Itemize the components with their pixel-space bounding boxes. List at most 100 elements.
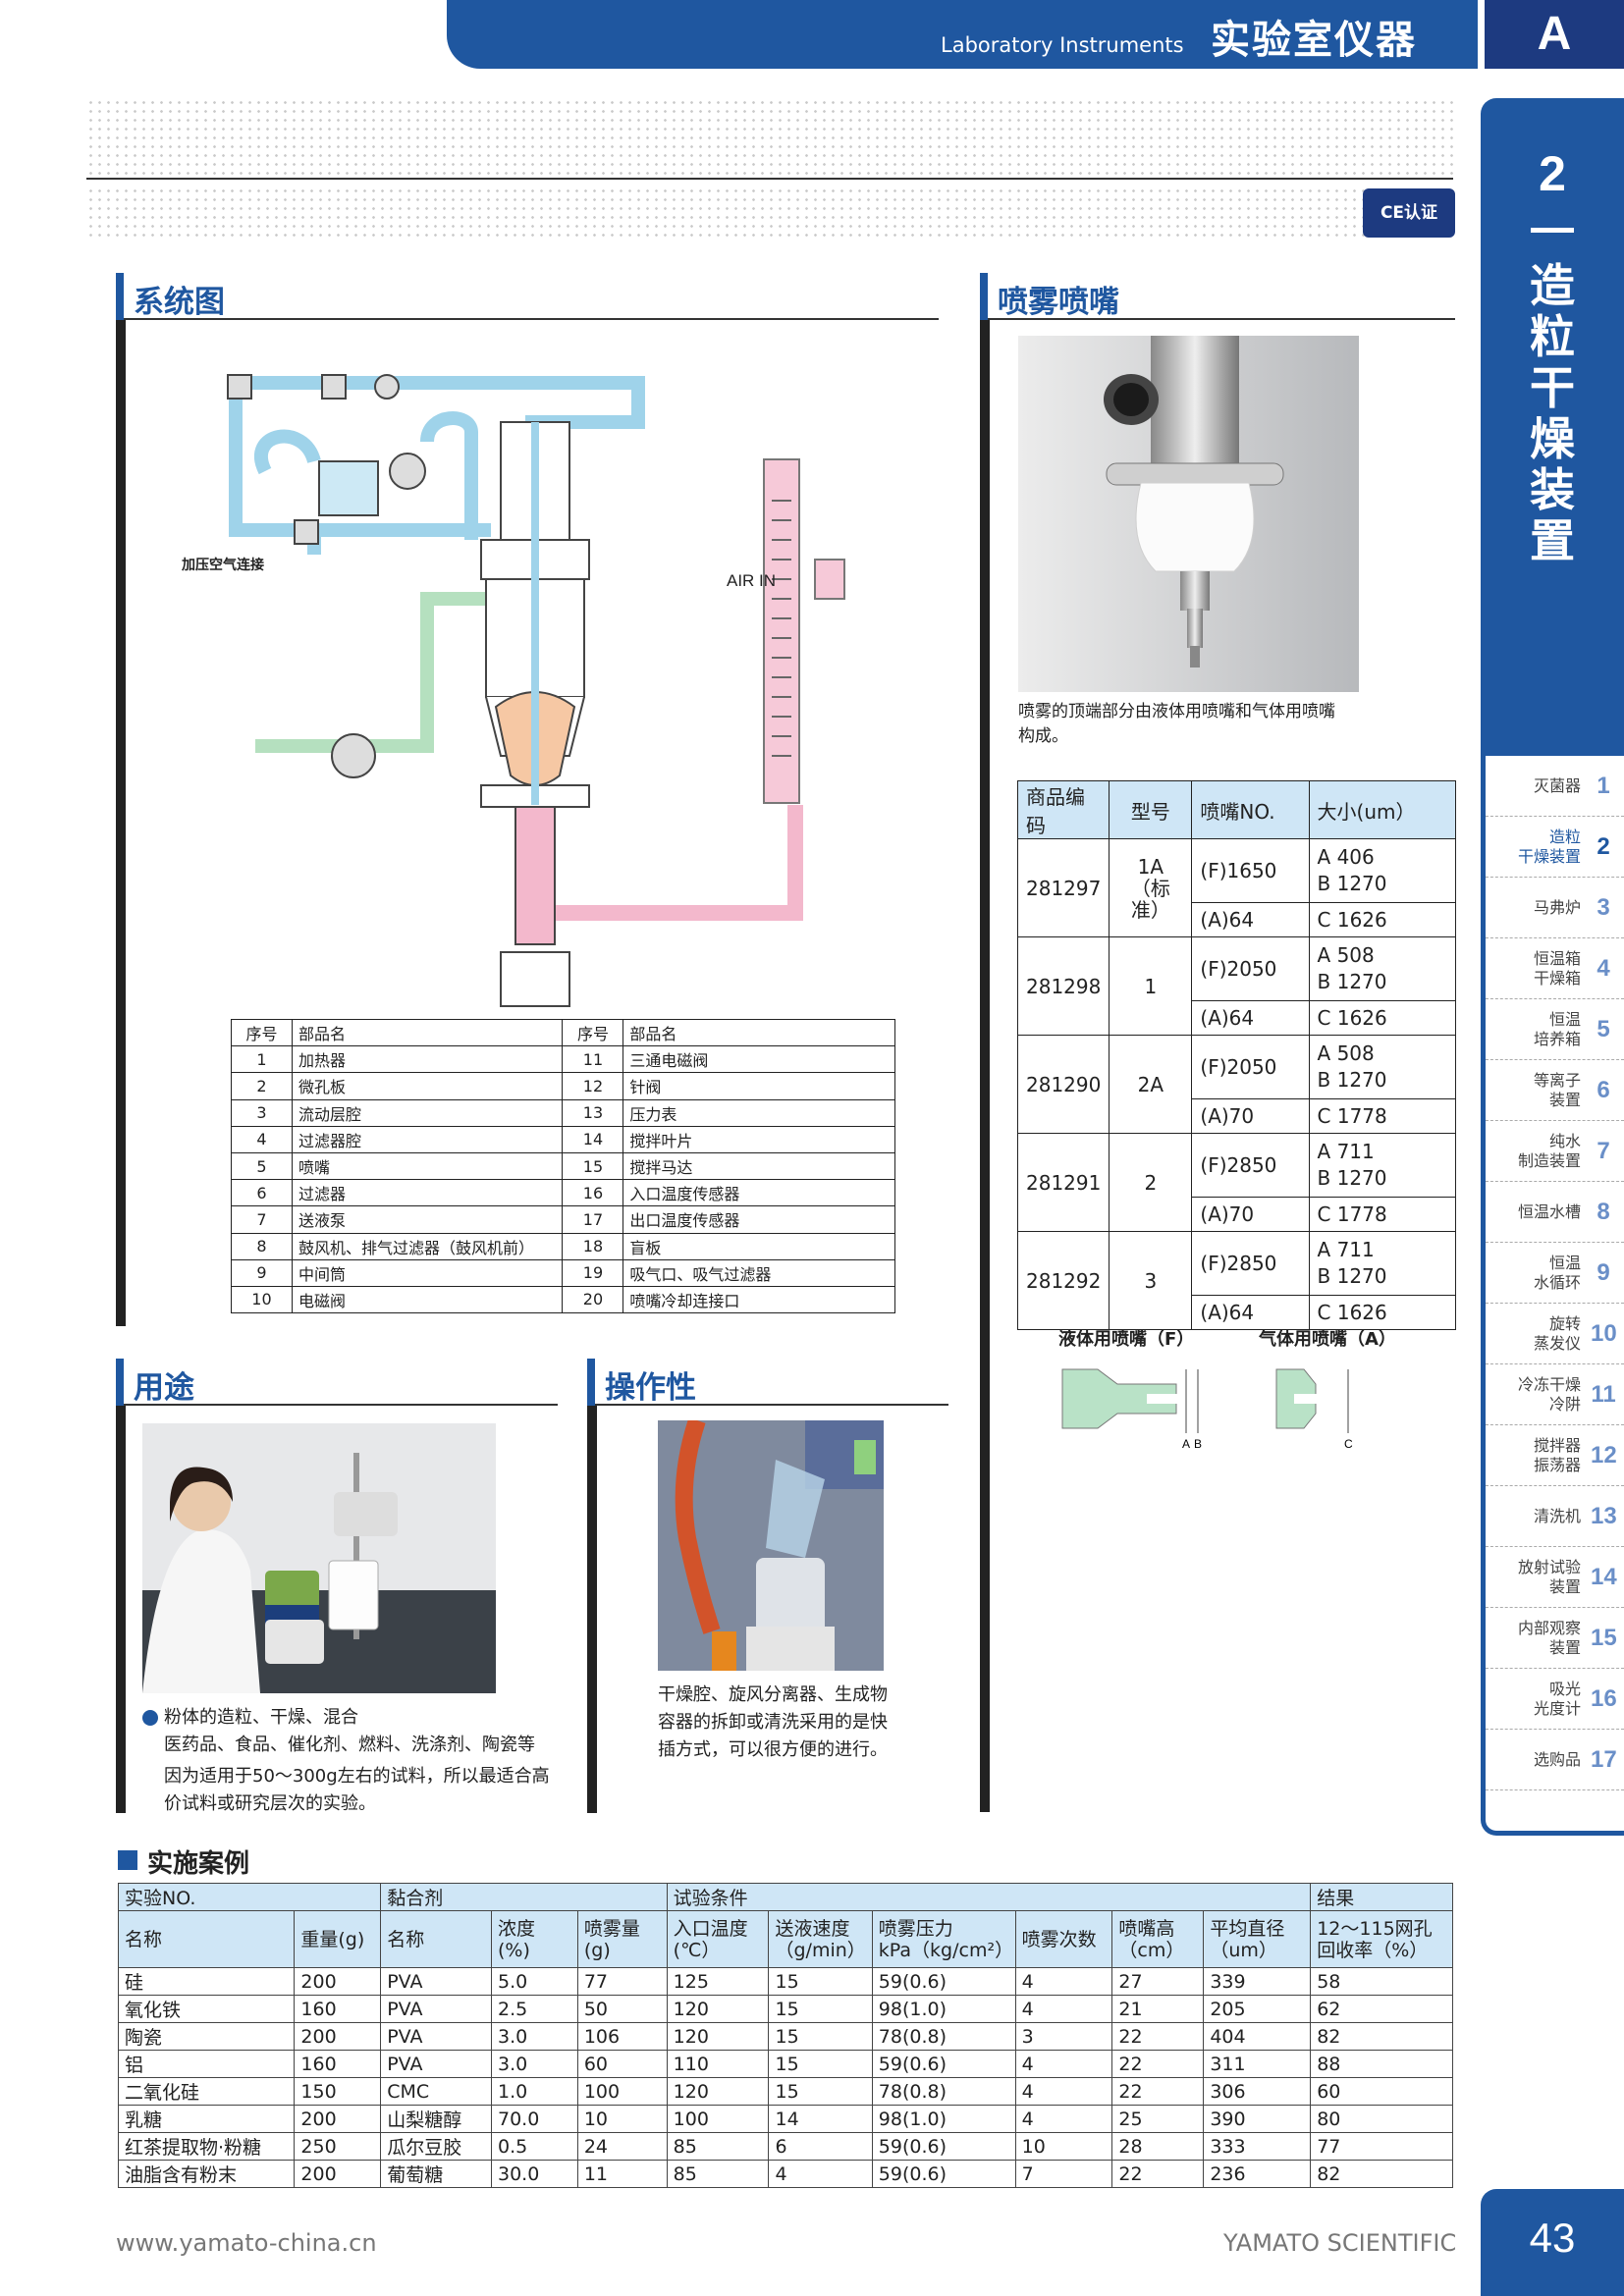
table-cell: 微孔板 — [291, 1072, 564, 1100]
model: 1 — [1109, 936, 1193, 1036]
table-header-cell: 喷雾量 (g) — [576, 1910, 668, 1968]
table-cell: 100 — [666, 2105, 770, 2133]
table-header-cell: 浓度 (%) — [490, 1910, 578, 1968]
table-cell: 85 — [666, 2160, 770, 2188]
table-cell: 4 — [231, 1125, 293, 1153]
cases-heading-marker — [118, 1850, 137, 1870]
table-cell: PVA — [380, 2022, 492, 2051]
table-cell: 7 — [1014, 2160, 1113, 2188]
dim-c-label: C — [1344, 1437, 1353, 1451]
table-cell: 20 — [562, 1285, 624, 1314]
nozzle-size: C 1626 — [1308, 1000, 1457, 1036]
footer-url[interactable]: www.yamato-china.cn — [116, 2229, 377, 2257]
table-cell: 14 — [562, 1125, 624, 1153]
table-cell: 59(0.6) — [871, 2160, 1016, 2188]
table-cell: 8 — [231, 1232, 293, 1260]
table-cell: 出口温度传感器 — [623, 1205, 895, 1234]
system-section-heading: 系统图 — [116, 273, 939, 320]
sidebar-item-label: 恒温 培养箱 — [1533, 1009, 1581, 1048]
table-cell: 盲板 — [623, 1232, 895, 1260]
sidebar-item-label: 等离子 装置 — [1533, 1070, 1581, 1109]
table-header-cell: 喷嘴NO. — [1191, 780, 1310, 839]
operability-heading: 操作性 — [605, 1370, 696, 1406]
table-cell: 4 — [768, 2160, 873, 2188]
table-cell: 78(0.8) — [871, 2022, 1016, 2051]
table-cell: 22 — [1111, 2077, 1205, 2106]
dim-a-label: A — [1182, 1437, 1190, 1451]
table-header-row: 名称重量(g)名称浓度 (%)喷雾量 (g)入口温度 (℃）送液速度 （g/mi… — [117, 1910, 1453, 1968]
sidebar-item-number: 16 — [1591, 1684, 1617, 1712]
table-cell: 200 — [294, 1967, 382, 1996]
operability-text: 干燥腔、旋风分离器、生成物 容器的拆卸或清洗采用的是快 插方式，可以很方便的进行… — [658, 1684, 888, 1760]
sidebar-item-number: 2 — [1597, 832, 1610, 860]
table-cell: 18 — [562, 1232, 624, 1260]
nozzle-photo — [1018, 336, 1359, 692]
table-header-cell: 商品编码 — [1016, 780, 1110, 839]
operability-section-heading: 操作性 — [587, 1359, 948, 1406]
table-cell: 17 — [562, 1205, 624, 1234]
chapter-dash — [1531, 228, 1574, 233]
table-cell: PVA — [380, 1967, 492, 1996]
table-cell: 110 — [666, 2050, 770, 2078]
compressed-air-label: 加压空气连接 — [181, 557, 264, 573]
usage-industries: 医药品、食品、催化剂、燃料、洗涤剂、陶瓷等 — [164, 1735, 535, 1755]
sidebar-item-label: 选购品 — [1533, 1749, 1581, 1769]
table-cell: 12 — [562, 1072, 624, 1100]
table-cell: 150 — [294, 2077, 382, 2106]
table-header-cell: 送液速度 （g/min） — [768, 1910, 873, 1968]
divider — [86, 178, 1453, 180]
sidebar-item-label: 马弗炉 — [1533, 897, 1581, 917]
table-cell: 喷嘴冷却连接口 — [623, 1285, 895, 1314]
chapter-title: 造粒干燥装置 — [1530, 259, 1575, 567]
nozzle-dimension-diagram: A B C — [1061, 1368, 1353, 1451]
sidebar-item-2[interactable]: 造粒 干燥装置 2 — [1486, 817, 1624, 878]
table-cell: 200 — [294, 2022, 382, 2051]
table-cell: 2 — [231, 1072, 293, 1100]
table-group-header: 黏合剂 — [380, 1883, 668, 1911]
table-cell: 82 — [1310, 2160, 1453, 2188]
nozzle-size: C 1778 — [1308, 1197, 1457, 1232]
table-group-header: 实验NO. — [117, 1883, 382, 1911]
sidebar-item-number: 14 — [1591, 1563, 1617, 1590]
table-group-header: 试验条件 — [666, 1883, 1312, 1911]
section-rule — [116, 1406, 126, 1813]
product-code: 281292 — [1016, 1231, 1110, 1330]
table-cell: 15 — [768, 1995, 873, 2023]
table-cell: 4 — [1014, 2077, 1113, 2106]
table-cell: 25 — [1111, 2105, 1205, 2133]
table-cell: 搅拌马达 — [623, 1151, 895, 1181]
table-cell: 77 — [576, 1967, 668, 1996]
table-cell: 30.0 — [490, 2160, 578, 2188]
table-cell: 98(1.0) — [871, 1995, 1016, 2023]
table-cell: 60 — [1310, 2077, 1453, 2106]
table-cell: 葡萄糖 — [380, 2160, 492, 2188]
sidebar-item-label: 造粒 干燥装置 — [1517, 827, 1581, 866]
table-header-cell: 喷雾压力 kPa（kg/cm²） — [871, 1910, 1016, 1968]
table-cell: 160 — [294, 1995, 382, 2023]
table-cell: 27 — [1111, 1967, 1205, 1996]
